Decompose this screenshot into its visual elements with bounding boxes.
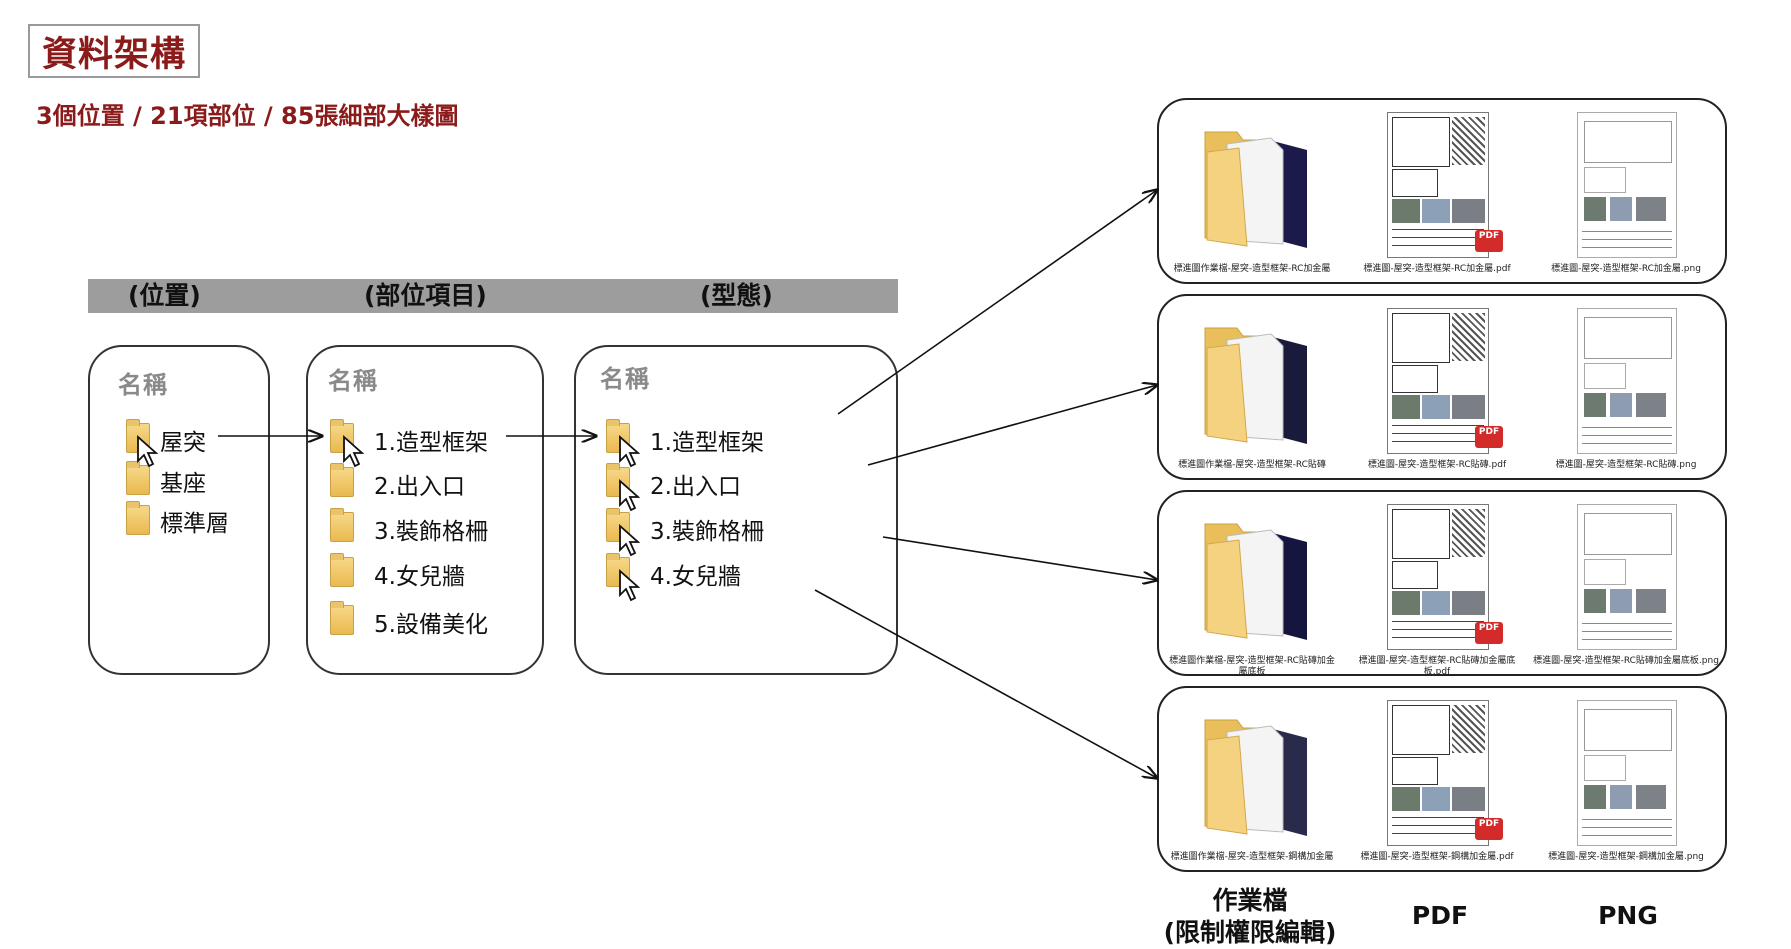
arrow-type-to-row-2 <box>868 385 1157 465</box>
arrow-type-to-row-3 <box>883 537 1157 580</box>
arrow-type-to-row-4 <box>815 590 1157 778</box>
arrow-type-to-row-1 <box>838 190 1157 414</box>
